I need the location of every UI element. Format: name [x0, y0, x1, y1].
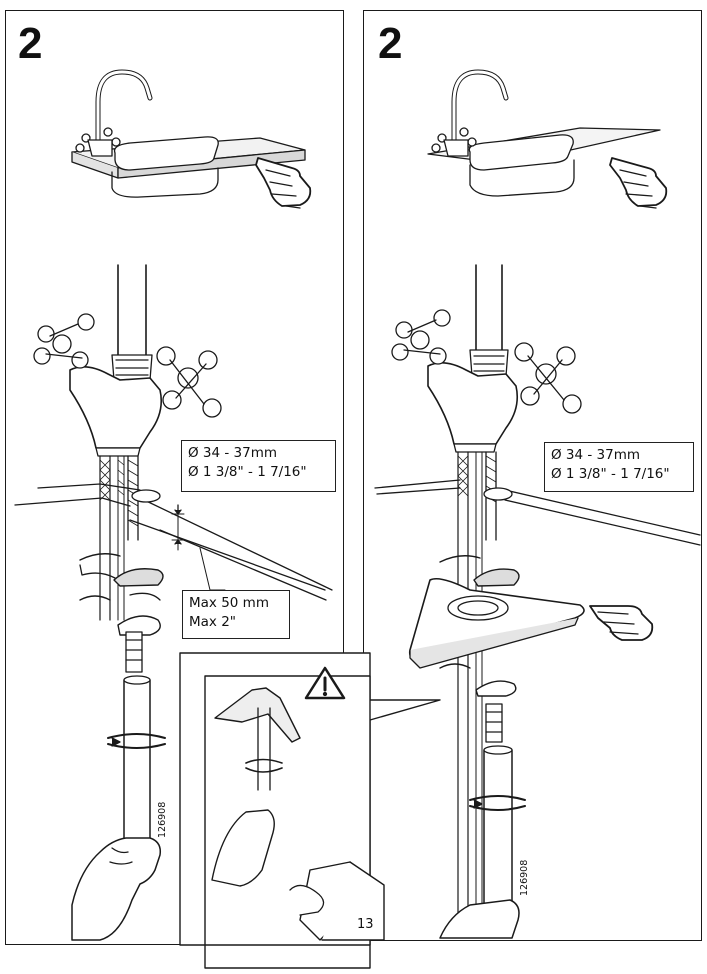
warning-triangle-icon [304, 666, 346, 700]
warning-inset [179, 652, 441, 969]
faucet-assembly-left [33, 264, 222, 621]
countertop-section-left [14, 483, 333, 601]
max-metric: Max 50 mm [189, 595, 269, 611]
page-turn-icon [289, 861, 385, 941]
washer-plates-left [79, 553, 164, 673]
diameter-label-left: Ø 34 - 37mm Ø 1 3/8" - 1 7/16" [181, 440, 336, 492]
pointing-hand-icon [589, 605, 654, 641]
countertop-section-right [374, 479, 701, 546]
step-number: 2 [378, 19, 403, 68]
tube-wrench-right [469, 745, 526, 906]
sink-illustration-right [427, 69, 661, 197]
max-thickness-label: Max 50 mm Max 2" [182, 590, 290, 639]
washer-plates-right [408, 555, 585, 743]
max-imperial: Max 2" [189, 614, 236, 630]
tube-wrench-left [107, 675, 166, 846]
hand-icon [71, 837, 162, 941]
reference-code: 126908 [519, 859, 530, 896]
pointing-hand-icon [609, 157, 668, 209]
diameter-metric: Ø 34 - 37mm [188, 445, 278, 461]
pointing-hand-icon [255, 157, 312, 209]
reference-code: 126908 [157, 801, 168, 838]
hand-icon [439, 899, 520, 939]
diameter-metric: Ø 34 - 37mm [551, 447, 641, 463]
diameter-imperial: Ø 1 3/8" - 1 7/16" [188, 464, 307, 480]
faucet-assembly-right [391, 264, 582, 931]
diameter-imperial: Ø 1 3/8" - 1 7/16" [551, 466, 670, 482]
page-reference: 13 [357, 917, 374, 932]
diameter-label-right: Ø 34 - 37mm Ø 1 3/8" - 1 7/16" [544, 442, 694, 492]
step-number: 2 [18, 19, 43, 68]
sink-illustration-left [71, 69, 306, 198]
